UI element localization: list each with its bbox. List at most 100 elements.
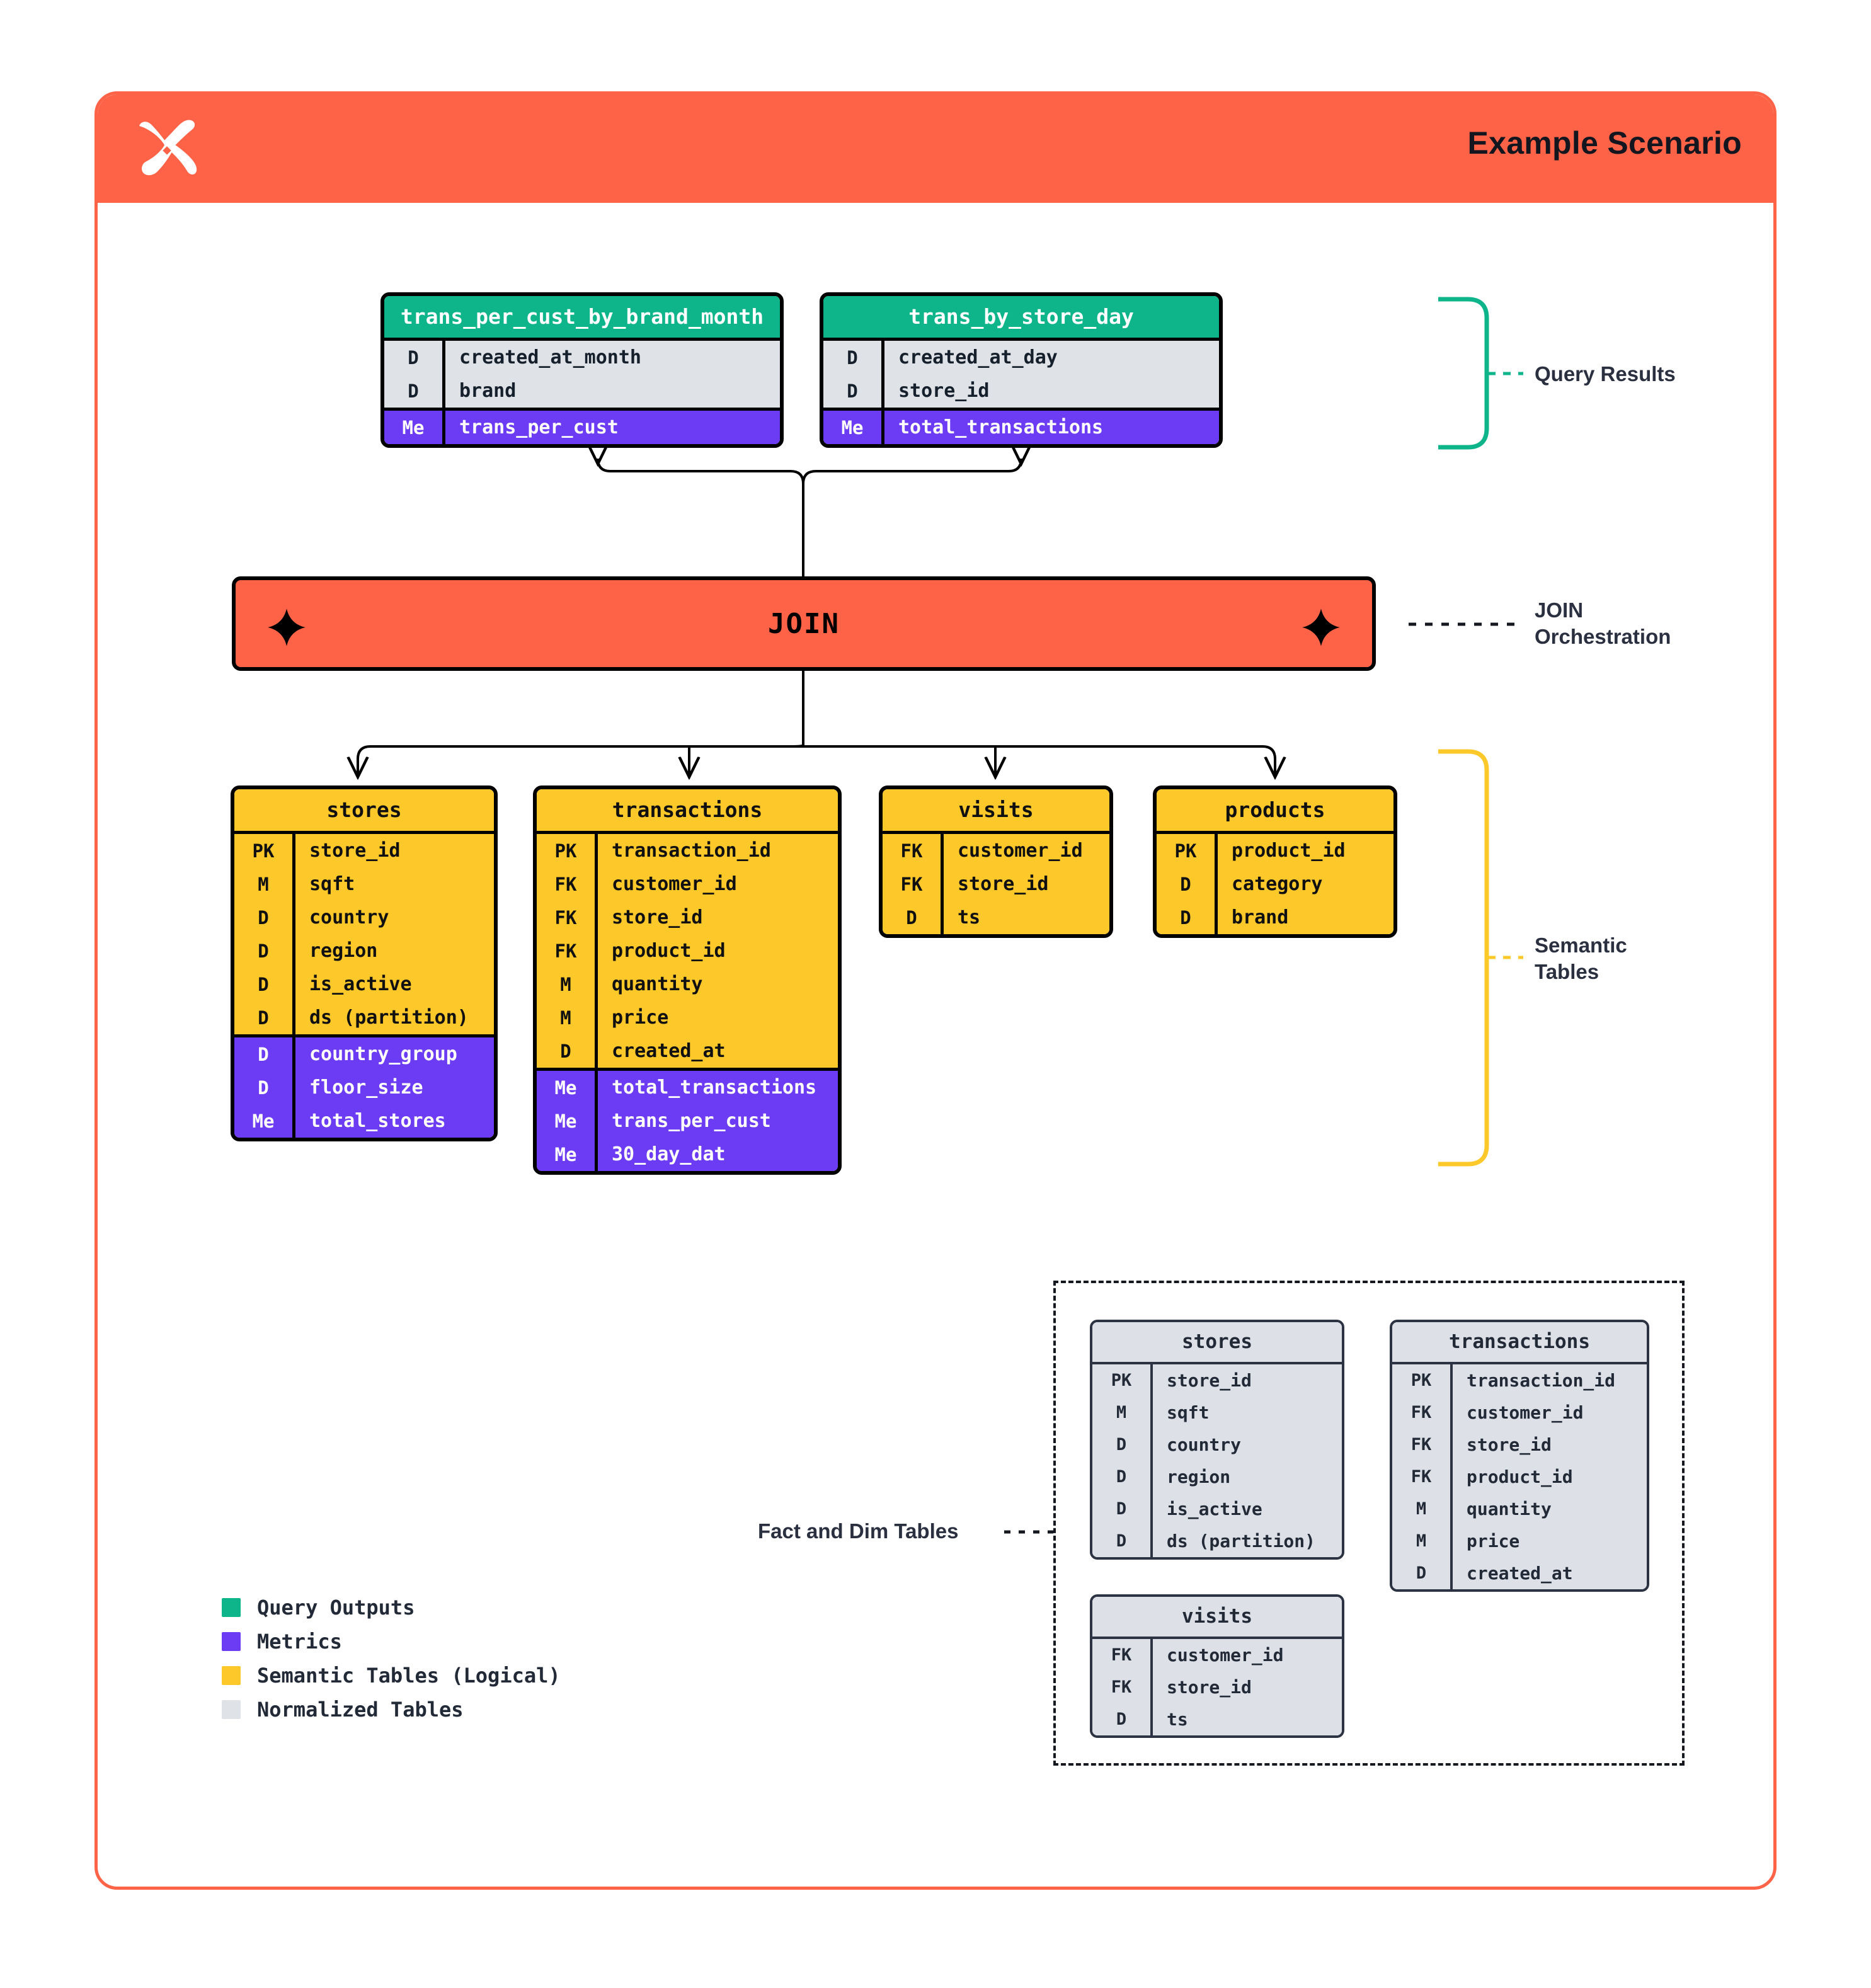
table-row[interactable]: D brand [384,374,780,408]
column-key: D [560,1040,571,1062]
column-field: product_id [1450,1461,1647,1493]
legend-swatch-normalized-tables [222,1700,241,1719]
metric-group: Me total_transactions [823,408,1219,444]
table-row[interactable]: Me total_transactions [823,411,1219,444]
column-field: brand [442,374,780,408]
column-field: brand [1215,901,1393,934]
column-field: ts [941,901,1109,934]
table-title: visits [883,789,1109,831]
table-row[interactable]: D created_at_day [823,341,1219,374]
column-key: M [560,1007,571,1029]
column-field: store_id [1450,1429,1647,1461]
column-key: M [560,973,571,995]
dimension-group: D created_at_month D brand [384,338,780,408]
annotation-join-orchestration: JOIN Orchestration [1535,597,1671,650]
legend-swatch-semantic-tables [222,1666,241,1685]
column-key: D [1116,1531,1127,1551]
query-result-table-trans-by-store-day[interactable]: trans_by_store_day D created_at_day D st… [820,292,1223,448]
column-field: quantity [1450,1493,1647,1525]
query-result-table-trans-per-cust-by-brand-month[interactable]: trans_per_cust_by_brand_month D created_… [380,292,784,448]
column-field: floor_size [292,1071,494,1104]
annotation-semantic-line2: Tables [1535,960,1599,984]
column-key: FK [554,873,577,895]
column-field: created_at [1450,1557,1647,1589]
column-field: country [292,901,494,934]
column-key: D [258,1043,269,1065]
column-key: D [847,380,858,402]
column-field: price [1450,1525,1647,1557]
metric-group: Me trans_per_cust [384,408,780,444]
column-field: customer_id [1450,1397,1647,1429]
column-field: is_active [292,968,494,1001]
legend-label: Semantic Tables (Logical) [257,1664,561,1688]
legend-label: Metrics [257,1630,342,1654]
column-field: trans_per_cust [595,1104,838,1138]
column-key: M [1116,1403,1127,1422]
column-field: quantity [595,968,838,1001]
column-key: D [408,346,419,368]
column-field: trans_per_cust [442,411,780,444]
column-field: ds (partition) [292,1001,494,1034]
table-row[interactable]: D created_at_month [384,341,780,374]
column-field: total_transactions [881,411,1219,444]
column-field: country_group [292,1037,494,1071]
sparkle-icon [1302,608,1340,646]
table-row[interactable]: Me trans_per_cust [384,411,780,444]
table-row[interactable]: D store_id [823,374,1219,408]
join-orchestration-bar[interactable]: JOIN [232,576,1376,671]
annotation-fact-and-dim-tables: Fact and Dim Tables [758,1519,959,1543]
